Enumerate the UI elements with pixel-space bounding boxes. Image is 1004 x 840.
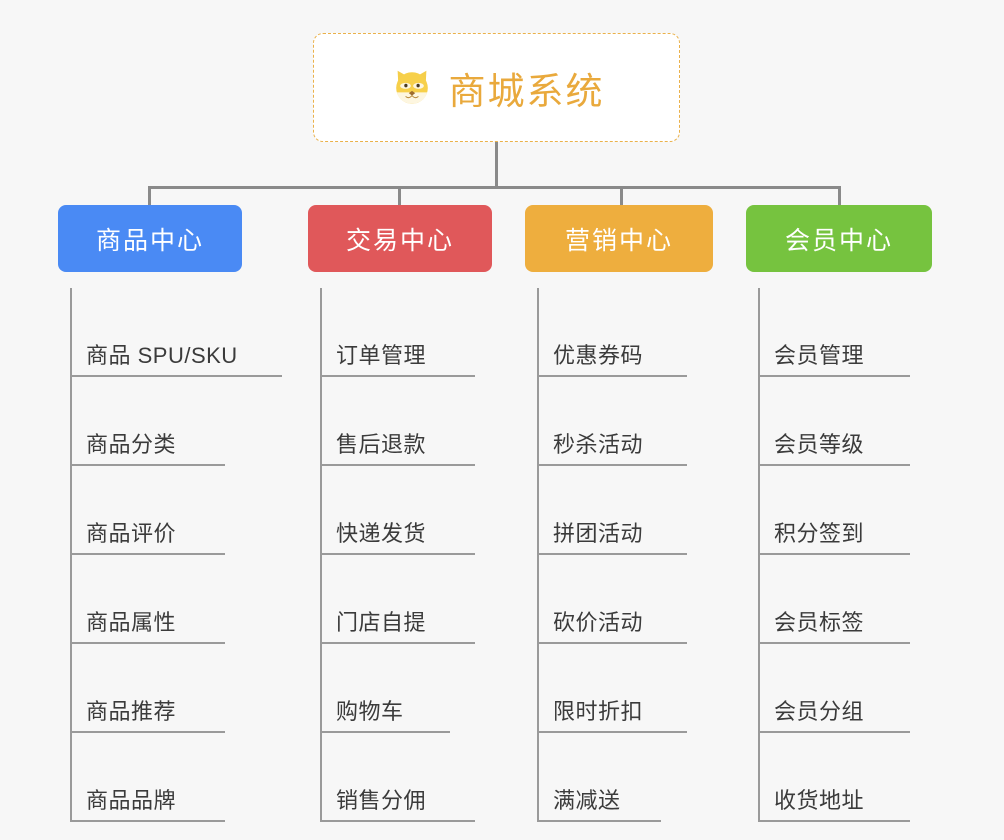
leaf-underline bbox=[537, 731, 687, 733]
leaf-label: 商品分类 bbox=[86, 432, 177, 457]
root-node[interactable]: 商城系统 bbox=[313, 33, 680, 142]
leaf-item[interactable]: 会员标签 bbox=[746, 555, 932, 644]
leaf-item[interactable]: 快递发货 bbox=[308, 466, 492, 555]
leaf-item[interactable]: 砍价活动 bbox=[525, 555, 713, 644]
branch-header-trade-center[interactable]: 交易中心 bbox=[308, 205, 492, 272]
leaf-label: 商品评价 bbox=[86, 521, 177, 546]
branch-trade-center: 交易中心订单管理售后退款快递发货门店自提购物车销售分佣 bbox=[308, 205, 492, 822]
connector-drop-trade-center bbox=[398, 186, 401, 205]
leaf-item[interactable]: 商品品牌 bbox=[58, 733, 242, 822]
leaf-label: 订单管理 bbox=[336, 343, 427, 368]
leaf-label: 秒杀活动 bbox=[553, 432, 644, 457]
leaf-underline bbox=[320, 553, 475, 555]
connector-stem bbox=[495, 142, 498, 188]
leaf-label: 会员分组 bbox=[774, 699, 865, 724]
connector-drop-product-center bbox=[148, 186, 151, 205]
leaf-underline bbox=[70, 820, 225, 822]
leaf-label: 门店自提 bbox=[336, 610, 427, 635]
leaf-list-product-center: 商品 SPU/SKU 商品分类商品评价商品属性商品推荐商品品牌 bbox=[58, 288, 282, 822]
leaf-list-trade-center: 订单管理售后退款快递发货门店自提购物车销售分佣 bbox=[308, 288, 492, 822]
leaf-label: 售后退款 bbox=[336, 432, 427, 457]
leaf-underline bbox=[758, 642, 910, 644]
branch-product-center: 商品中心商品 SPU/SKU 商品分类商品评价商品属性商品推荐商品品牌 bbox=[58, 205, 282, 822]
branch-member-center: 会员中心会员管理会员等级积分签到会员标签会员分组收货地址 bbox=[746, 205, 932, 822]
root-title: 商城系统 bbox=[448, 70, 605, 112]
leaf-item[interactable]: 优惠券码 bbox=[525, 288, 713, 377]
leaf-trunk-member-center bbox=[758, 288, 760, 822]
branch-header-member-center[interactable]: 会员中心 bbox=[746, 205, 932, 272]
leaf-underline bbox=[70, 642, 225, 644]
leaf-underline bbox=[758, 820, 910, 822]
leaf-item[interactable]: 积分签到 bbox=[746, 466, 932, 555]
leaf-underline bbox=[758, 375, 910, 377]
leaf-item[interactable]: 商品分类 bbox=[58, 377, 242, 466]
leaf-item[interactable]: 购物车 bbox=[308, 644, 492, 733]
leaf-label: 快递发货 bbox=[336, 521, 427, 546]
leaf-label: 商品 SPU/SKU bbox=[86, 343, 238, 368]
leaf-item[interactable]: 会员分组 bbox=[746, 644, 932, 733]
leaf-label: 商品推荐 bbox=[86, 699, 177, 724]
leaf-item[interactable]: 会员管理 bbox=[746, 288, 932, 377]
branch-header-product-center[interactable]: 商品中心 bbox=[58, 205, 242, 272]
leaf-trunk-marketing-center bbox=[537, 288, 539, 822]
leaf-item[interactable]: 售后退款 bbox=[308, 377, 492, 466]
leaf-label: 会员标签 bbox=[774, 610, 865, 635]
leaf-list-member-center: 会员管理会员等级积分签到会员标签会员分组收货地址 bbox=[746, 288, 932, 822]
leaf-label: 购物车 bbox=[336, 699, 404, 724]
leaf-item[interactable]: 收货地址 bbox=[746, 733, 932, 822]
leaf-underline bbox=[320, 820, 475, 822]
leaf-list-marketing-center: 优惠券码秒杀活动拼团活动砍价活动限时折扣满减送 bbox=[525, 288, 713, 822]
leaf-underline bbox=[537, 820, 661, 822]
leaf-underline bbox=[758, 464, 910, 466]
leaf-underline bbox=[70, 375, 282, 377]
leaf-trunk-product-center bbox=[70, 288, 72, 822]
leaf-label: 会员管理 bbox=[774, 343, 865, 368]
leaf-underline bbox=[70, 464, 225, 466]
leaf-underline bbox=[537, 642, 687, 644]
leaf-label: 收货地址 bbox=[774, 788, 865, 813]
branch-header-marketing-center[interactable]: 营销中心 bbox=[525, 205, 713, 272]
leaf-underline bbox=[70, 553, 225, 555]
leaf-label: 会员等级 bbox=[774, 432, 865, 457]
leaf-underline bbox=[537, 375, 687, 377]
leaf-item[interactable]: 满减送 bbox=[525, 733, 713, 822]
leaf-underline bbox=[758, 731, 910, 733]
leaf-label: 销售分佣 bbox=[336, 788, 427, 813]
leaf-label: 满减送 bbox=[553, 788, 621, 813]
connector-drop-marketing-center bbox=[620, 186, 623, 205]
connector-drop-member-center bbox=[838, 186, 841, 205]
leaf-underline bbox=[320, 642, 475, 644]
leaf-item[interactable]: 商品属性 bbox=[58, 555, 242, 644]
leaf-label: 商品品牌 bbox=[86, 788, 177, 813]
leaf-underline bbox=[320, 464, 475, 466]
leaf-item[interactable]: 商品评价 bbox=[58, 466, 242, 555]
leaf-underline bbox=[320, 731, 450, 733]
leaf-label: 砍价活动 bbox=[553, 610, 644, 635]
leaf-item[interactable]: 拼团活动 bbox=[525, 466, 713, 555]
leaf-item[interactable]: 商品推荐 bbox=[58, 644, 242, 733]
leaf-label: 限时折扣 bbox=[553, 699, 644, 724]
leaf-item[interactable]: 会员等级 bbox=[746, 377, 932, 466]
branch-marketing-center: 营销中心优惠券码秒杀活动拼团活动砍价活动限时折扣满减送 bbox=[525, 205, 713, 822]
leaf-label: 商品属性 bbox=[86, 610, 177, 635]
leaf-underline bbox=[537, 464, 687, 466]
connector-horizontal-bar bbox=[148, 186, 840, 189]
leaf-underline bbox=[320, 375, 475, 377]
leaf-underline bbox=[70, 731, 225, 733]
leaf-item[interactable]: 门店自提 bbox=[308, 555, 492, 644]
shiba-dog-face-icon bbox=[389, 65, 435, 111]
leaf-item[interactable]: 商品 SPU/SKU bbox=[58, 288, 282, 377]
leaf-item[interactable]: 销售分佣 bbox=[308, 733, 492, 822]
leaf-item[interactable]: 限时折扣 bbox=[525, 644, 713, 733]
leaf-label: 拼团活动 bbox=[553, 521, 644, 546]
leaf-label: 优惠券码 bbox=[553, 343, 644, 368]
leaf-item[interactable]: 秒杀活动 bbox=[525, 377, 713, 466]
leaf-label: 积分签到 bbox=[774, 521, 865, 546]
leaf-item[interactable]: 订单管理 bbox=[308, 288, 492, 377]
leaf-trunk-trade-center bbox=[320, 288, 322, 822]
leaf-underline bbox=[758, 553, 910, 555]
leaf-underline bbox=[537, 553, 687, 555]
